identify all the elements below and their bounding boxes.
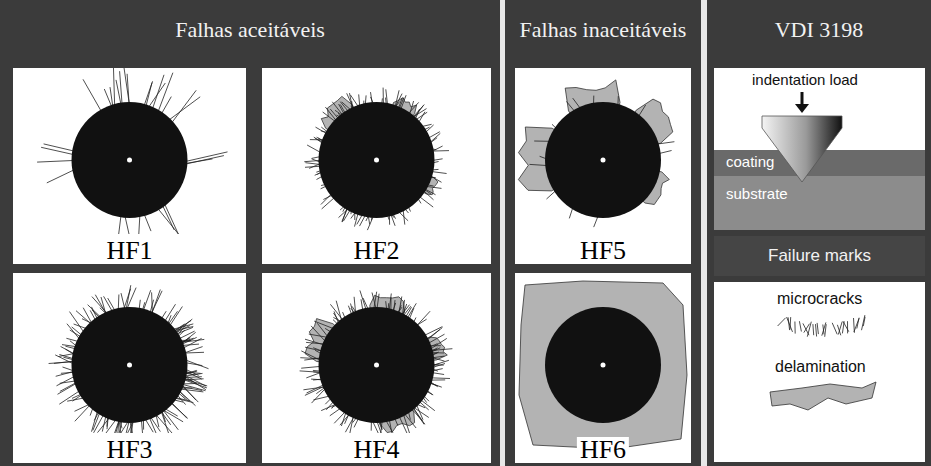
crack-stroke xyxy=(37,160,77,162)
crack-stroke xyxy=(794,322,795,334)
crack-stroke xyxy=(799,321,801,331)
class-label: HF6 xyxy=(577,437,629,463)
microcracks-sample xyxy=(778,315,866,337)
header-text: Falhas aceitáveis xyxy=(175,17,325,43)
indentation-figure xyxy=(515,273,691,463)
legend-text: microcracks xyxy=(777,290,862,308)
microcracks xyxy=(300,290,453,433)
failure-class-cell: HF6 xyxy=(515,273,691,463)
class-label: HF1 xyxy=(103,238,155,264)
microcracks xyxy=(304,88,449,231)
indent-center xyxy=(374,363,379,368)
failure-class-cell: HF1 xyxy=(13,68,246,264)
crack-stroke xyxy=(863,317,865,326)
panel: Falhas aceitáveisHF1 HF2HF3 HF4 xyxy=(0,0,500,466)
crack-stroke xyxy=(778,318,786,326)
header-band: Failure marks xyxy=(714,236,925,276)
crack-stroke xyxy=(113,68,114,110)
crack-stroke xyxy=(169,90,196,126)
crack-stroke xyxy=(854,318,859,332)
crack-stroke xyxy=(790,317,792,330)
crack-stroke xyxy=(837,325,840,336)
indentation-figure xyxy=(262,68,491,264)
indentation-figure xyxy=(13,68,246,264)
failure-class-cell: HF2 xyxy=(262,68,491,264)
load-label: indentation load xyxy=(752,72,858,89)
panel-header: Falhas inaceitáveis xyxy=(505,0,701,60)
crack-stroke xyxy=(83,79,103,115)
microcracks xyxy=(37,68,227,234)
indent-mark xyxy=(319,102,435,218)
legend-cell xyxy=(714,282,925,462)
layer-label: substrate xyxy=(726,186,788,203)
crack-stroke xyxy=(817,323,818,334)
indentation-figure xyxy=(515,68,691,264)
crack-stroke xyxy=(812,324,814,335)
indent-mark xyxy=(545,307,661,423)
crack-stroke xyxy=(181,156,224,165)
panel-header: Falhas aceitáveis xyxy=(0,0,500,60)
panel-header: VDI 3198 xyxy=(707,0,931,60)
load-arrow-head xyxy=(795,104,809,113)
indent-center xyxy=(374,158,379,163)
crack-stroke xyxy=(807,322,811,337)
indent-mark xyxy=(72,102,188,218)
indent-center xyxy=(127,158,132,163)
crack-stroke xyxy=(862,315,865,330)
panel: VDI 3198Failure marks xyxy=(707,0,931,466)
panel: Falhas inaceitáveisHF5HF6 xyxy=(505,0,701,466)
legend-text: delamination xyxy=(775,358,866,376)
indent-mark xyxy=(319,307,435,423)
header-text: VDI 3198 xyxy=(775,17,864,43)
indent-center xyxy=(127,363,132,368)
crack-stroke xyxy=(123,68,129,108)
crack-stroke xyxy=(847,321,848,333)
class-label: HF4 xyxy=(350,437,402,463)
crack-stroke xyxy=(181,152,227,163)
indent-mark xyxy=(72,307,188,423)
delamination-area xyxy=(519,281,687,449)
load-arrow xyxy=(801,92,804,106)
microcracks xyxy=(530,96,675,228)
layer-label: coating xyxy=(726,154,774,171)
failure-class-cell: HF3 xyxy=(13,273,246,463)
crack-stroke xyxy=(166,97,201,123)
crack-stroke xyxy=(838,322,842,335)
class-label: HF2 xyxy=(350,238,402,264)
indentation-figure xyxy=(13,273,246,463)
crack-stroke xyxy=(832,323,837,335)
class-label: HF3 xyxy=(103,437,155,463)
indent-mark xyxy=(545,102,661,218)
crack-stroke xyxy=(787,317,793,332)
crack-stroke xyxy=(816,324,817,336)
class-label: HF5 xyxy=(577,238,629,264)
indent-center xyxy=(601,158,606,163)
delamination-sample xyxy=(770,382,876,410)
failure-class-cell: HF5 xyxy=(515,68,691,264)
band-text: Failure marks xyxy=(768,246,871,266)
crack-stroke xyxy=(825,324,827,337)
indent-center xyxy=(601,363,606,368)
illustration-cell xyxy=(714,68,925,230)
crack-stroke xyxy=(857,318,859,329)
indenter xyxy=(762,116,842,182)
substrate-layer xyxy=(714,176,925,230)
indentation-figure xyxy=(262,273,491,463)
crack-stroke xyxy=(157,73,173,116)
failure-class-cell: HF4 xyxy=(262,273,491,463)
header-text: Falhas inaceitáveis xyxy=(520,17,687,43)
separator xyxy=(701,0,707,466)
microcracks xyxy=(49,285,209,433)
separator xyxy=(500,0,505,466)
